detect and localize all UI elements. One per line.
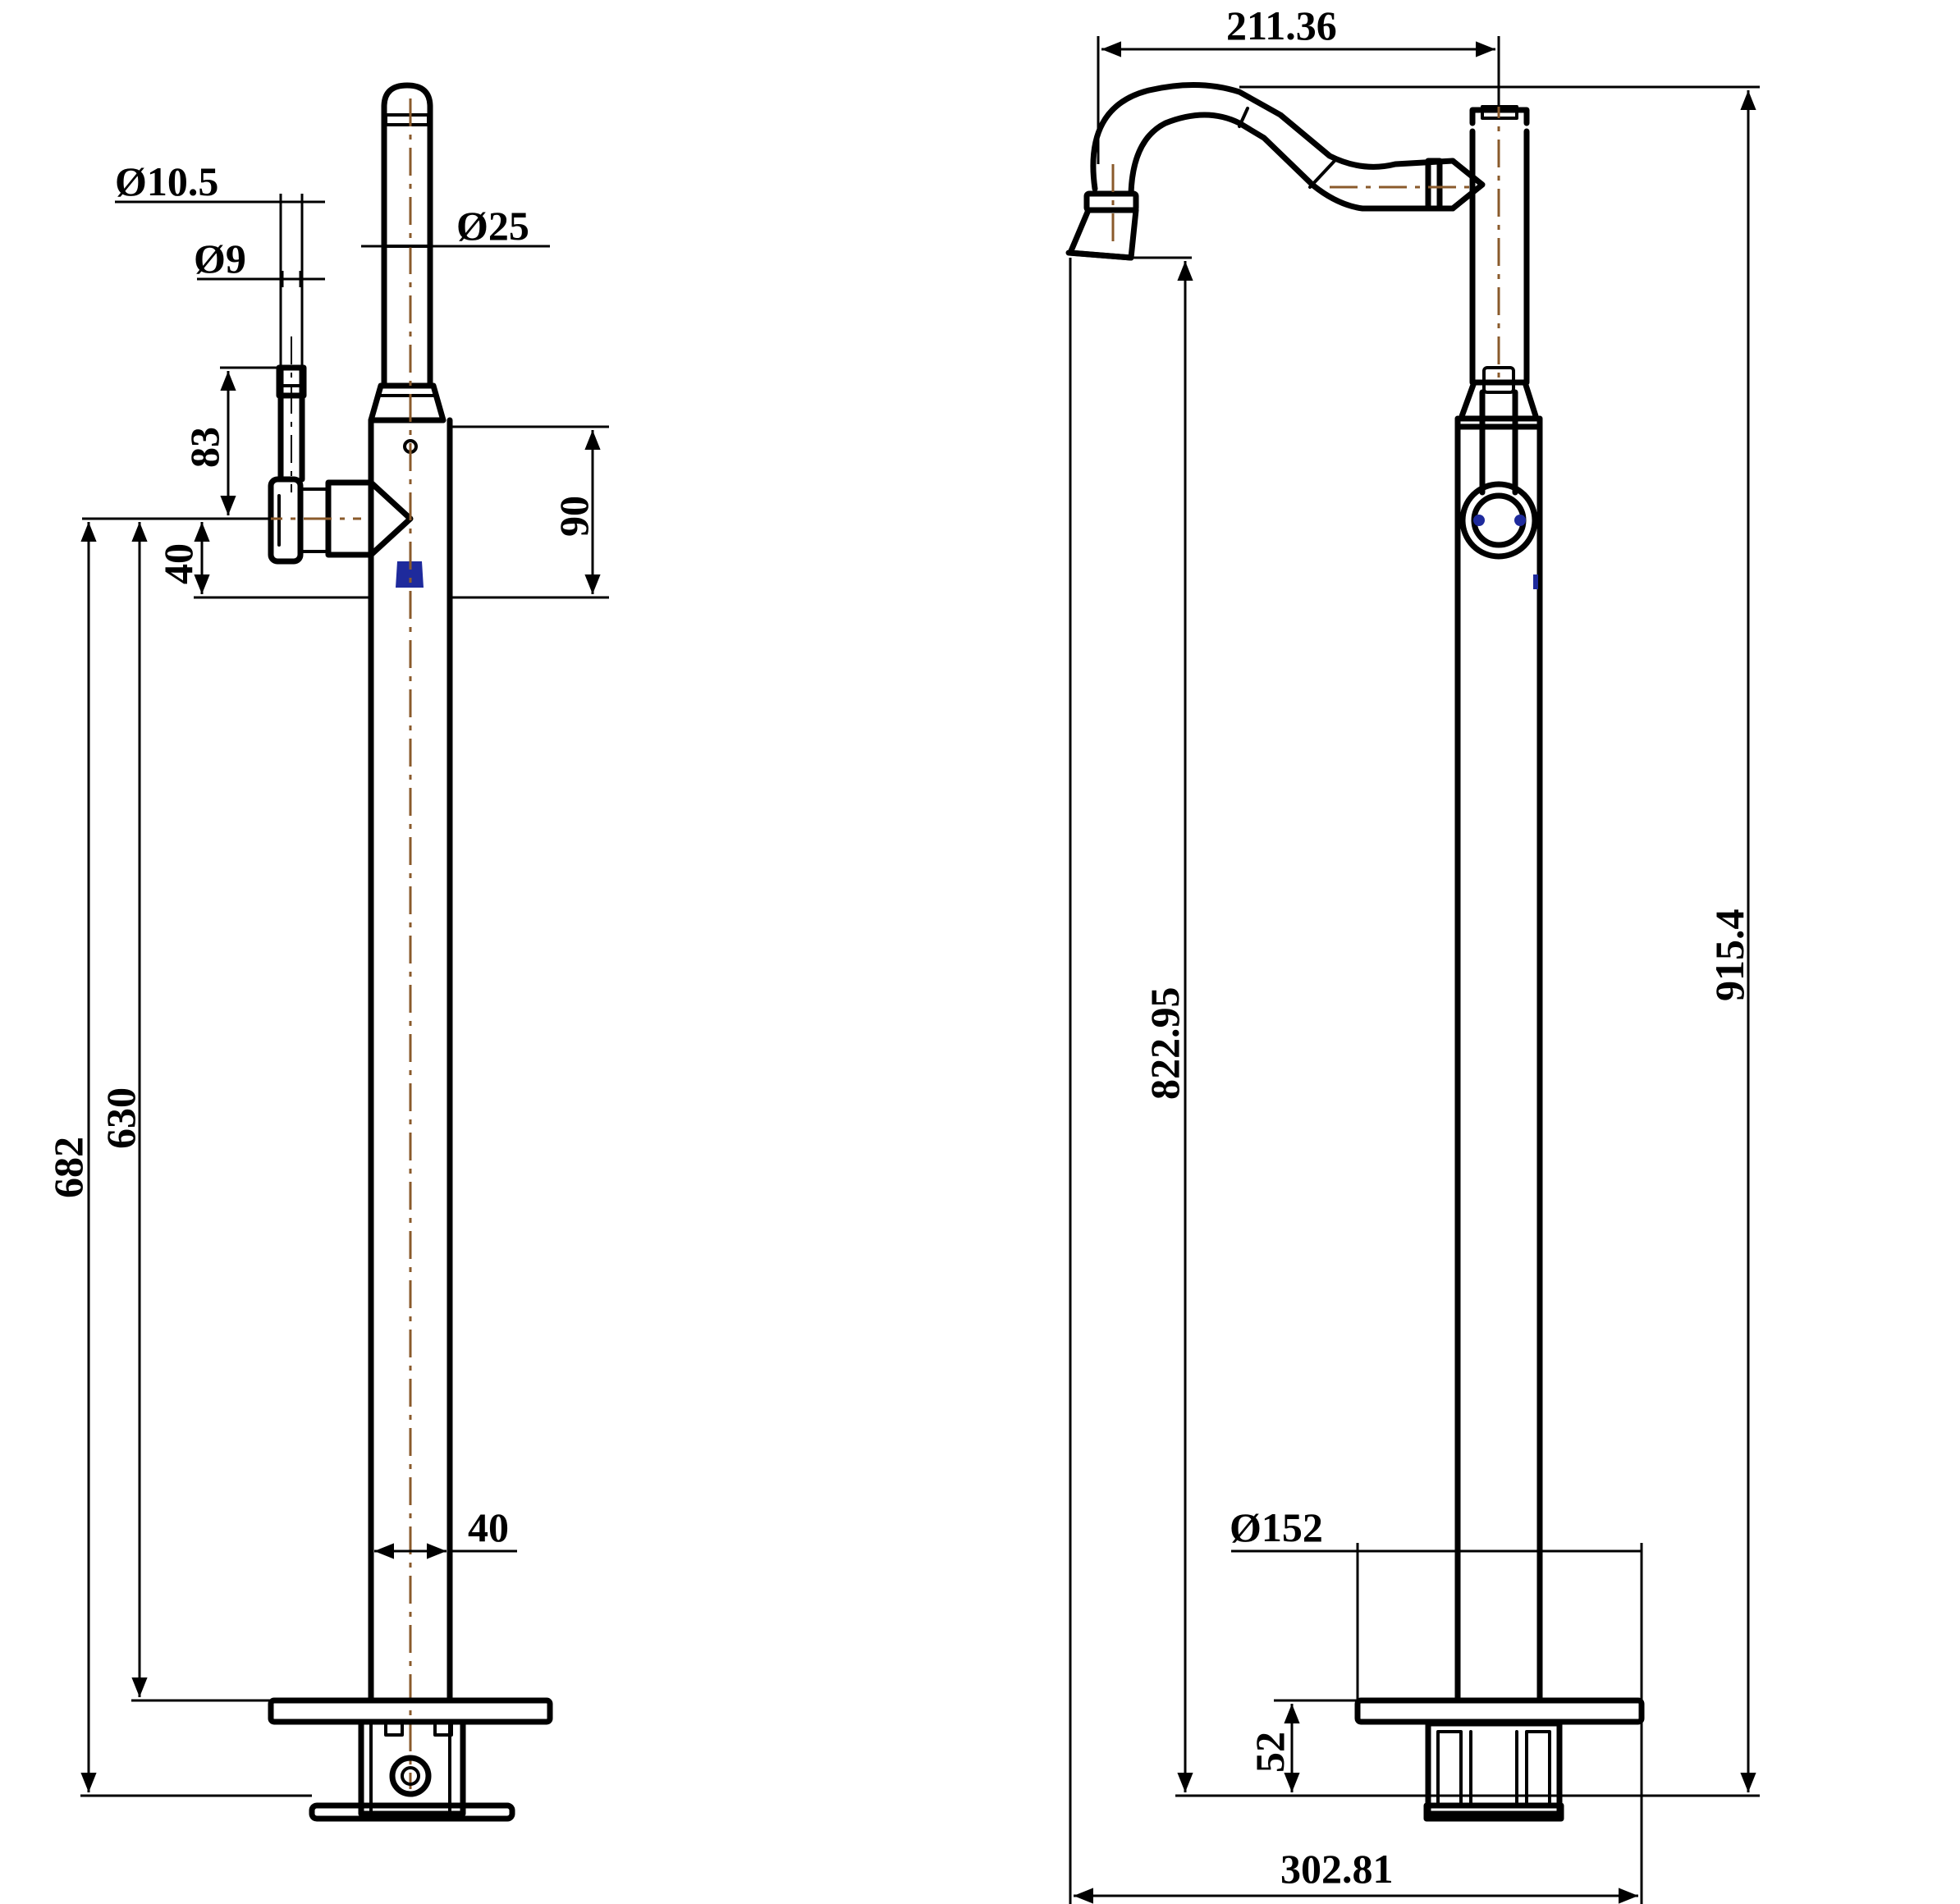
- dim-diameter-152: Ø152: [1230, 1504, 1323, 1550]
- left-base: [268, 1697, 553, 1822]
- right-body: [1454, 366, 1543, 601]
- left-upper-column: [381, 128, 433, 389]
- left-view: Ø10.5 Ø9 Ø25 83 90 40 682 630 40: [45, 82, 609, 1822]
- dim-height-52: 52: [1247, 1732, 1293, 1773]
- dim-height-630: 630: [98, 1087, 144, 1149]
- right-upper-column: [1469, 90, 1530, 386]
- left-body: [368, 417, 453, 601]
- dim-height-83: 83: [181, 427, 227, 468]
- right-view: 211.36 915.4 822.95 Ø152 52 302.81: [1065, 2, 1760, 1904]
- left-dimension-labels: Ø10.5 Ø9 Ø25 83 90 40 682 630 40: [45, 158, 597, 1550]
- dim-diameter-9: Ø9: [194, 236, 246, 281]
- right-spout: [1065, 81, 1486, 261]
- dim-diameter-25: Ø25: [456, 203, 529, 249]
- right-dimensions: [1069, 36, 1760, 1904]
- right-dimension-labels: 211.36 915.4 822.95 Ø152 52 302.81: [1142, 2, 1752, 1892]
- dim-height-40: 40: [155, 543, 201, 584]
- left-collar: [368, 382, 446, 423]
- left-long-column: [368, 98, 453, 1789]
- dim-width-211-36: 211.36: [1226, 2, 1337, 48]
- dim-width-40: 40: [468, 1504, 509, 1550]
- right-base: [1354, 1697, 1645, 1822]
- left-top-cap: [381, 82, 433, 135]
- dim-height-915-4: 915.4: [1706, 909, 1752, 1002]
- dim-height-822-95: 822.95: [1142, 987, 1188, 1101]
- right-long-column: [1454, 594, 1543, 1704]
- left-handle: [254, 336, 414, 565]
- dim-width-302-81: 302.81: [1280, 1846, 1394, 1892]
- dim-diameter-10-5: Ø10.5: [115, 158, 218, 204]
- dim-height-682: 682: [45, 1137, 91, 1198]
- dim-height-90: 90: [551, 496, 597, 537]
- left-dimensions: [80, 194, 609, 1797]
